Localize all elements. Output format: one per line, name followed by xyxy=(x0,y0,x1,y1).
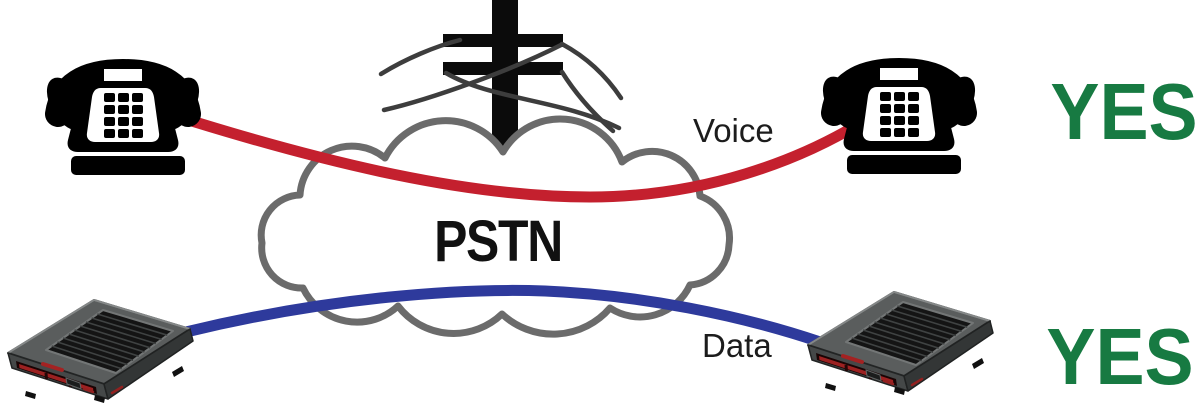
telephone-icon-right xyxy=(815,65,984,174)
pole-mast xyxy=(492,0,518,158)
modem-icon-left xyxy=(6,298,195,404)
modem-icon-right xyxy=(806,290,995,397)
pole-crossarm-top xyxy=(443,34,563,47)
data-line xyxy=(180,284,826,348)
voice-line-label: Voice xyxy=(693,112,774,149)
voice-line xyxy=(157,106,868,203)
pole-wires xyxy=(378,37,624,134)
cloud-label: PSTN xyxy=(434,210,562,274)
voice-result-yes: YES xyxy=(1050,67,1197,157)
data-result-yes: YES xyxy=(1046,312,1193,402)
utility-pole-icon xyxy=(378,0,624,158)
pole-crossarm-bottom xyxy=(443,62,563,75)
telephone-icon-left xyxy=(39,66,208,175)
data-line-label: Data xyxy=(702,327,772,364)
